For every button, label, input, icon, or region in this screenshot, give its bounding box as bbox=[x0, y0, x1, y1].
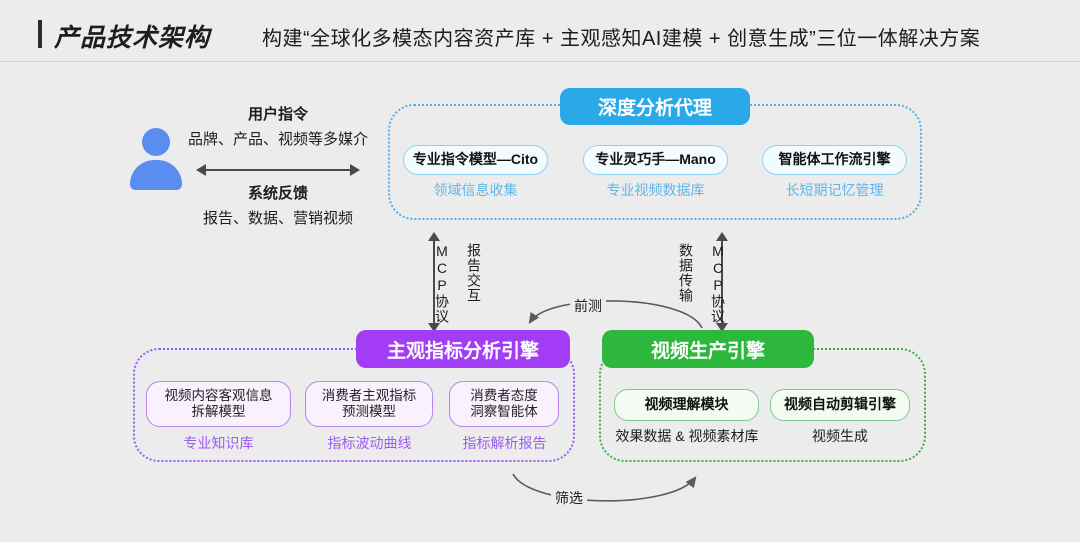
caption-knowledge-base: 专业知识库 bbox=[183, 435, 254, 451]
avatar-body bbox=[130, 160, 182, 190]
user-instruction-title: 用户指令 bbox=[247, 106, 308, 123]
user-instruction-detail: 品牌、产品、视频等多媒介 bbox=[187, 131, 368, 148]
pill-agent-workflow-engine[interactable]: 智能体工作流引擎 bbox=[762, 145, 907, 175]
label-data-transfer: 数据传输 bbox=[678, 243, 694, 303]
caption-agent-workflow-engine: 长短期记忆管理 bbox=[785, 182, 884, 198]
caption-metric-analysis-report: 指标解析报告 bbox=[462, 435, 547, 451]
pill-label: 视频内容客观信息 拆解模型 bbox=[164, 387, 273, 419]
panel-title-subjective-metrics: 主观指标分析引擎 bbox=[356, 330, 570, 368]
label-report-interaction: 报告交互 bbox=[466, 243, 482, 303]
panel-title-deep-analysis: 深度分析代理 bbox=[560, 88, 750, 125]
page-subtitle: 构建“全球化多模态内容资产库 + 主观感知AI建模 + 创意生成”三位一体解决方… bbox=[262, 28, 981, 50]
page-title: 产品技术架构 bbox=[54, 24, 211, 52]
pill-label: 消费者主观指标 预测模型 bbox=[321, 387, 417, 419]
caption-effect-data-material-library: 效果数据 & 视频素材库 bbox=[615, 428, 759, 444]
pill-consumer-metric-prediction-model[interactable]: 消费者主观指标 预测模型 bbox=[305, 381, 433, 427]
label-mcp-protocol-left: MCP协议 bbox=[434, 243, 450, 324]
curve-arrow-pre-test bbox=[528, 300, 703, 329]
pill-cito-model[interactable]: 专业指令模型—Cito bbox=[403, 145, 548, 175]
user-system-bidirectional-arrow bbox=[196, 164, 360, 176]
pill-content-decomposition-model[interactable]: 视频内容客观信息 拆解模型 bbox=[146, 381, 291, 427]
system-feedback-detail: 报告、数据、营销视频 bbox=[202, 210, 353, 227]
label-pre-test: 前测 bbox=[570, 296, 606, 316]
title-accent-bar bbox=[38, 20, 42, 48]
pill-auto-editing-engine[interactable]: 视频自动剪辑引擎 bbox=[770, 389, 910, 421]
slide-header: 产品技术架构 构建“全球化多模态内容资产库 + 主观感知AI建模 + 创意生成”… bbox=[0, 0, 1080, 62]
label-mcp-protocol-right: MCP协议 bbox=[710, 243, 726, 324]
pill-consumer-attitude-agent[interactable]: 消费者态度 洞察智能体 bbox=[449, 381, 559, 427]
caption-video-generation: 视频生成 bbox=[812, 428, 868, 444]
panel-title-video-production: 视频生产引擎 bbox=[602, 330, 814, 368]
system-feedback-title: 系统反馈 bbox=[247, 185, 308, 202]
caption-cito-model: 领域信息收集 bbox=[433, 182, 518, 198]
avatar-head bbox=[142, 128, 170, 156]
caption-metric-fluctuation-curve: 指标波动曲线 bbox=[327, 435, 412, 451]
right-vertical-arrow bbox=[716, 232, 728, 332]
label-filter: 筛选 bbox=[551, 488, 587, 508]
caption-mano-model: 专业视频数据库 bbox=[606, 182, 705, 198]
pill-mano-model[interactable]: 专业灵巧手—Mano bbox=[583, 145, 728, 175]
panel-subjective-metrics bbox=[133, 348, 575, 462]
pill-video-understanding-module[interactable]: 视频理解模块 bbox=[614, 389, 759, 421]
user-avatar-icon bbox=[128, 128, 184, 190]
header-divider bbox=[0, 61, 1080, 62]
pill-label: 消费者态度 洞察智能体 bbox=[470, 387, 538, 419]
left-vertical-arrow bbox=[428, 232, 440, 332]
curve-arrow-filter bbox=[512, 473, 697, 502]
